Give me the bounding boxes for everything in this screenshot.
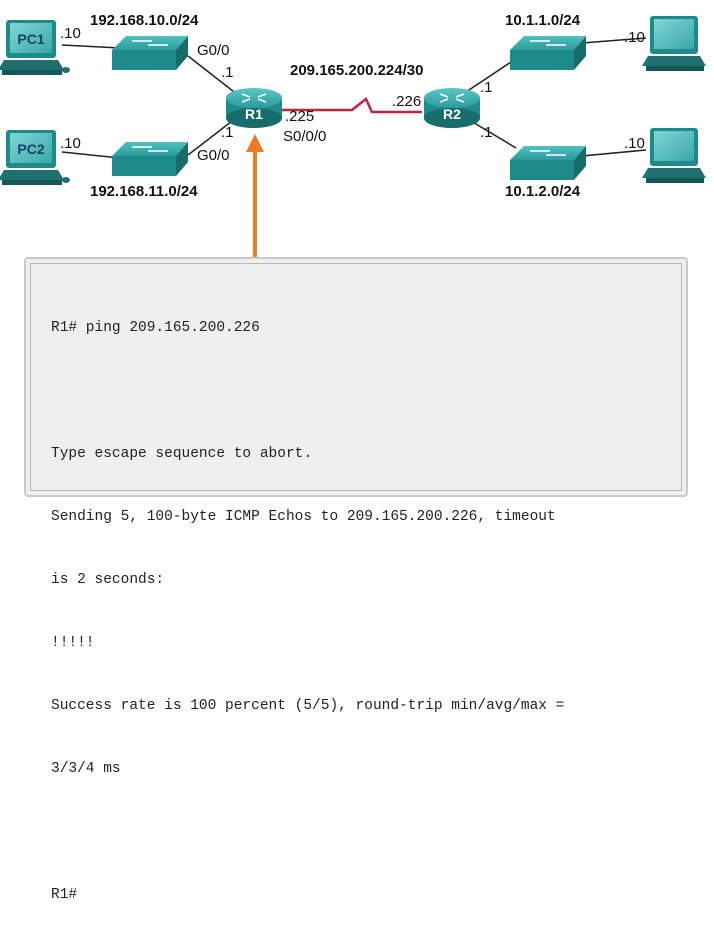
link-pc1-switch1 xyxy=(61,44,121,49)
terminal-line: Type escape sequence to abort. xyxy=(51,446,313,462)
terminal-output-panel: R1# ping 209.165.200.226 Type escape seq… xyxy=(24,257,688,903)
network-label-wan: 209.165.200.224/30 xyxy=(290,62,423,79)
router-r1[interactable]: R1 xyxy=(226,88,282,128)
pc1[interactable]: PC1 xyxy=(0,20,70,75)
terminal-line: 3/3/4 ms xyxy=(51,761,121,777)
host-addr-r1-top: .1 xyxy=(221,64,234,81)
link-switch1-r1 xyxy=(187,55,239,96)
terminal-text: R1# ping 209.165.200.226 Type escape seq… xyxy=(30,263,682,903)
network-label-lan1: 192.168.10.0/24 xyxy=(90,12,199,29)
pc2[interactable]: PC2 xyxy=(0,130,70,185)
interface-label-r1-g00-bottom: G0/0 xyxy=(197,147,230,164)
router-r2[interactable]: R2 xyxy=(424,88,480,128)
terminal-line xyxy=(51,381,681,402)
router-r1-label: R1 xyxy=(245,106,263,122)
switch-lan2[interactable] xyxy=(112,142,188,176)
host-addr-pc-r2-top: .10 xyxy=(624,29,645,46)
switch-r2-lan1[interactable] xyxy=(510,36,586,70)
host-addr-pc-r2-bottom: .10 xyxy=(624,135,645,152)
pc1-label: PC1 xyxy=(17,31,44,47)
switch-r2-lan2[interactable] xyxy=(510,146,586,180)
callout-arrow xyxy=(246,134,264,257)
switch-lan1[interactable] xyxy=(112,36,188,70)
host-addr-r2-wan: .226 xyxy=(392,93,421,110)
terminal-line: !!!!! xyxy=(51,635,95,651)
interface-label-r1-s000: S0/0/0 xyxy=(283,128,326,145)
terminal-line: is 2 seconds: xyxy=(51,572,165,588)
terminal-line: R1# xyxy=(51,887,78,903)
link-switch2-r1 xyxy=(187,117,237,156)
terminal-line xyxy=(51,822,681,843)
terminal-line: R1# ping 209.165.200.226 xyxy=(51,320,260,336)
router-r2-label: R2 xyxy=(443,106,461,122)
link-switch3-pc3 xyxy=(581,37,647,44)
terminal-line: Success rate is 100 percent (5/5), round… xyxy=(51,698,565,714)
network-label-r2-lan1: 10.1.1.0/24 xyxy=(505,12,581,29)
pc-r2-lan2[interactable] xyxy=(642,128,706,183)
serial-link-r1-r2 xyxy=(282,97,422,114)
host-addr-r2-bottom: .1 xyxy=(480,124,493,141)
interface-label-r1-g00-top: G0/0 xyxy=(197,42,230,59)
link-pc2-switch2 xyxy=(61,151,121,159)
pc2-label: PC2 xyxy=(17,141,44,157)
host-addr-pc1: .10 xyxy=(60,25,81,42)
host-addr-r2-top: .1 xyxy=(480,79,493,96)
host-addr-r1-wan: .225 xyxy=(285,108,314,125)
host-addr-r1-bottom: .1 xyxy=(221,124,234,141)
network-label-r2-lan2: 10.1.2.0/24 xyxy=(505,183,581,200)
network-label-lan2: 192.168.11.0/24 xyxy=(90,183,198,200)
link-r2-switch3 xyxy=(465,59,515,93)
link-switch4-pc4 xyxy=(581,149,647,157)
pc-r2-lan1[interactable] xyxy=(642,16,706,71)
network-topology: PC1 PC2 xyxy=(0,12,706,257)
host-addr-pc2: .10 xyxy=(60,135,81,152)
terminal-line: Sending 5, 100-byte ICMP Echos to 209.16… xyxy=(51,509,556,525)
